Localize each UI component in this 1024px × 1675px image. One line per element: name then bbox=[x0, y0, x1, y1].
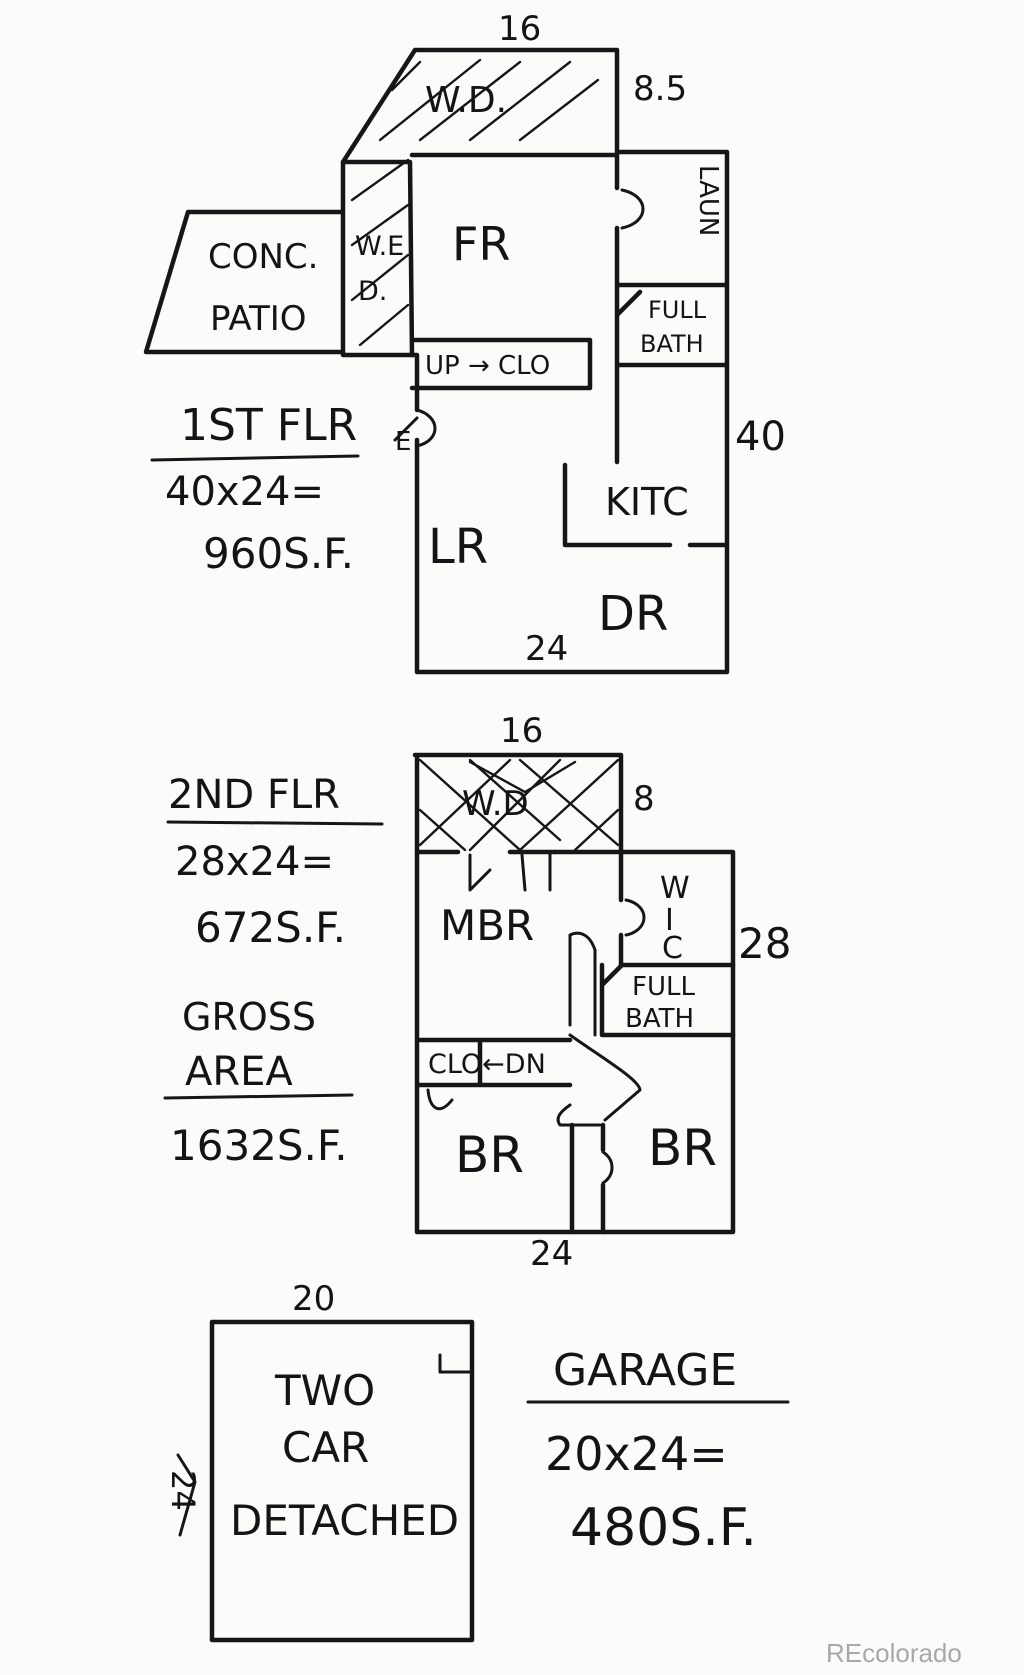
room-label-up-clo: UP → CLO bbox=[425, 351, 550, 381]
full-bath-wall bbox=[614, 282, 730, 465]
floor1-dim-top-right: 8.5 bbox=[633, 69, 687, 109]
clo-door bbox=[426, 1088, 454, 1111]
first-floor-outline bbox=[340, 47, 730, 675]
second-floor-plan bbox=[412, 752, 736, 1235]
second-floor-labels: 16 8 W.D MBR W I C 28 FULL BATH CLO←DN B… bbox=[163, 711, 791, 1274]
floor2-dim-right: 28 bbox=[738, 919, 791, 968]
room-label-br-left: BR bbox=[455, 1126, 524, 1184]
room-label-clo-dn: CLO←DN bbox=[428, 1049, 546, 1080]
room-label-wd2: W.D bbox=[462, 784, 529, 824]
gross-area-2: AREA bbox=[185, 1049, 293, 1095]
wic-wall bbox=[552, 849, 736, 968]
room-label-d: D. bbox=[358, 276, 387, 307]
wd-room-wall bbox=[340, 159, 415, 358]
full-bath2-wall bbox=[599, 962, 736, 1038]
room-label-we: W.E bbox=[355, 231, 404, 262]
room-label-fr: FR bbox=[452, 217, 510, 271]
garage-label-car: CAR bbox=[282, 1423, 369, 1472]
floor2-dim-bottom: 24 bbox=[530, 1234, 573, 1274]
room-label-laun: LAUN bbox=[693, 165, 723, 236]
floor1-title: 1ST FLR bbox=[180, 400, 357, 451]
stair2-walls bbox=[556, 931, 642, 1127]
gross-area-1: GROSS bbox=[182, 995, 316, 1039]
second-floor-outline bbox=[412, 752, 736, 1235]
wd2-hatching bbox=[418, 758, 620, 852]
floor2-title: 2ND FLR bbox=[168, 772, 340, 818]
room-label-wic-w: W bbox=[660, 871, 690, 906]
entry-door bbox=[393, 408, 437, 448]
room-label-full2: FULL bbox=[632, 972, 695, 1002]
room-label-entry: E bbox=[395, 427, 411, 457]
floor1-dim-right: 40 bbox=[735, 414, 786, 460]
garage-dim-top: 20 bbox=[292, 1279, 335, 1319]
room-label-bath2: BATH bbox=[625, 1004, 694, 1034]
room-label-dr: DR bbox=[598, 586, 668, 642]
room-label-br-right: BR bbox=[648, 1119, 717, 1177]
floor1-dim-top: 16 bbox=[498, 9, 541, 49]
garage-calc-2: 480S.F. bbox=[570, 1498, 757, 1558]
gross-area-underline bbox=[163, 1093, 354, 1100]
clo-dn-wall bbox=[414, 1037, 573, 1088]
room-label-bath: BATH bbox=[640, 330, 704, 358]
garage-label-detached: DETACHED bbox=[230, 1496, 459, 1545]
floor1-title-underline bbox=[150, 454, 360, 462]
br-divider bbox=[569, 1122, 606, 1235]
watermark: REcolorado bbox=[826, 1638, 962, 1668]
room-label-full: FULL bbox=[648, 296, 707, 324]
floor2-dim-top: 16 bbox=[500, 711, 543, 751]
floor2-title-underline bbox=[166, 820, 384, 826]
floor1-calc-1: 40x24= bbox=[165, 469, 324, 515]
patio-outline bbox=[143, 209, 346, 355]
mbr-doors bbox=[468, 850, 552, 892]
first-floor-labels: 16 8.5 W.D. FR LAUN W.E D. CONC. PATIO F… bbox=[150, 9, 786, 669]
first-floor-plan bbox=[143, 47, 730, 675]
garage-outline bbox=[209, 1319, 475, 1643]
garage-title: GARAGE bbox=[553, 1345, 737, 1396]
kitchen-wall bbox=[562, 462, 730, 548]
room-label-conc: CONC. bbox=[208, 237, 318, 277]
room-label-wic-c: C bbox=[662, 931, 683, 966]
floor1-dim-bottom: 24 bbox=[525, 629, 568, 669]
garage-labels: 20 24 TWO CAR DETACHED GARAGE 20x24= 480… bbox=[164, 1279, 790, 1558]
gross-area-3: 1632S.F. bbox=[170, 1121, 348, 1170]
room-label-wd: W.D. bbox=[425, 80, 507, 121]
garage-label-two: TWO bbox=[274, 1366, 375, 1415]
wd-hatching bbox=[350, 58, 600, 347]
br-door bbox=[601, 1150, 614, 1185]
stair-walls bbox=[409, 337, 593, 391]
garage-door bbox=[438, 1353, 472, 1374]
laundry-door bbox=[620, 188, 645, 230]
garage-plan bbox=[176, 1319, 475, 1643]
room-label-mbr: MBR bbox=[440, 901, 534, 950]
garage-dim-arrow bbox=[176, 1453, 197, 1537]
room-label-patio: PATIO bbox=[210, 299, 307, 339]
garage-dim-left: 24 bbox=[164, 1470, 202, 1511]
floor2-calc-2: 672S.F. bbox=[195, 903, 346, 952]
garage-calc-1: 20x24= bbox=[545, 1427, 728, 1481]
floor1-calc-2: 960S.F. bbox=[203, 529, 354, 578]
room-label-wic-i: I bbox=[665, 903, 674, 938]
room-label-kitc: KITC bbox=[605, 480, 689, 524]
floor2-calc-1: 28x24= bbox=[175, 839, 334, 885]
room-label-lr: LR bbox=[428, 519, 488, 575]
floor2-dim-top-right: 8 bbox=[633, 779, 655, 819]
wic-door bbox=[624, 898, 646, 937]
